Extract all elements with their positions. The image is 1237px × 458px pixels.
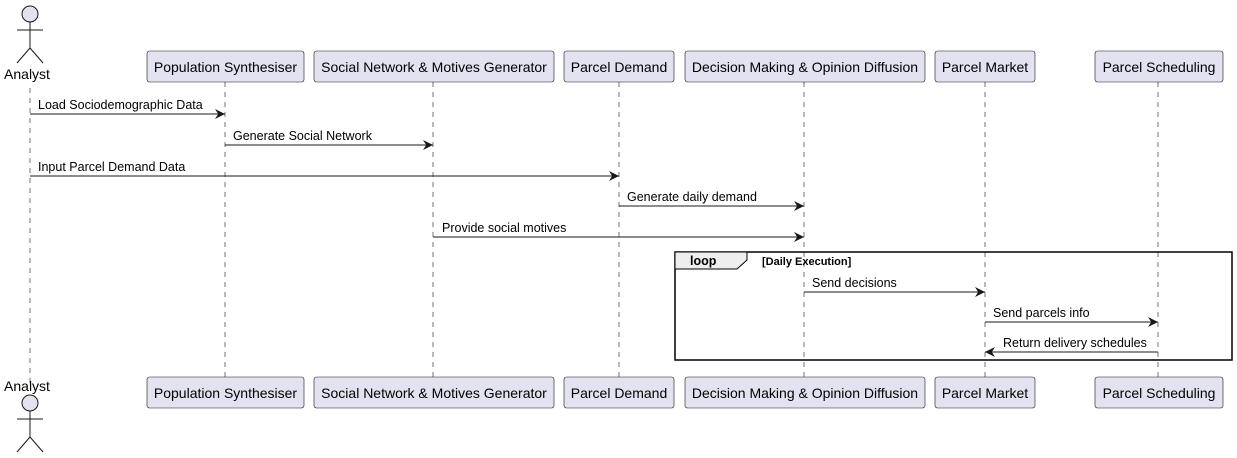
participant-label: Parcel Scheduling — [1103, 385, 1216, 401]
actor-name: Analyst — [4, 66, 50, 82]
actor-bottom: Analyst — [4, 378, 50, 453]
participant-social-network-motives-generator: Social Network & Motives Generator — [313, 50, 555, 83]
participant-label: Parcel Market — [942, 385, 1028, 401]
message-label: Generate Social Network — [233, 129, 373, 143]
loop-keyword: loop — [690, 254, 717, 268]
message-return-delivery-schedules: Return delivery schedules — [985, 336, 1158, 357]
message-label: Send parcels info — [993, 306, 1090, 320]
message-label: Load Sociodemographic Data — [38, 98, 203, 112]
participant-parcel-scheduling: Parcel Scheduling — [1094, 376, 1224, 409]
loop-frame — [674, 251, 1233, 361]
participant-label: Decision Making & Opinion Diffusion — [692, 59, 918, 75]
actor-stick-figure-icon — [16, 5, 44, 64]
participant-label: Parcel Demand — [571, 59, 668, 75]
participant-label: Parcel Scheduling — [1103, 59, 1216, 75]
message-provide-social-motives: Provide social motives — [433, 221, 804, 242]
message-send-parcels-info: Send parcels info — [985, 306, 1158, 327]
message-label: Send decisions — [812, 276, 897, 290]
participants-top: Population Synthesiser Social Network & … — [146, 50, 1224, 83]
loop-fragment: loop [Daily Execution] Send decisions Se… — [674, 251, 1233, 361]
message-label: Provide social motives — [442, 221, 566, 235]
participant-parcel-scheduling: Parcel Scheduling — [1094, 50, 1224, 83]
participant-label: Population Synthesiser — [154, 385, 298, 401]
actor-name: Analyst — [4, 378, 50, 394]
actor-top: Analyst — [4, 5, 50, 82]
message-load-sociodemographic-data: Load Sociodemographic Data — [30, 98, 225, 119]
participant-parcel-market: Parcel Market — [934, 50, 1036, 83]
participant-label: Decision Making & Opinion Diffusion — [692, 385, 918, 401]
participant-label: Social Network & Motives Generator — [321, 385, 547, 401]
actor-stick-figure-icon — [16, 394, 44, 453]
message-label: Generate daily demand — [627, 190, 757, 204]
message-send-decisions: Send decisions — [804, 276, 985, 297]
participants-bottom: Population Synthesiser Social Network & … — [146, 376, 1224, 409]
message-generate-social-network: Generate Social Network — [225, 129, 433, 150]
participant-population-synthesiser: Population Synthesiser — [146, 50, 305, 83]
loop-keyword-tab — [674, 251, 748, 270]
participant-parcel-market: Parcel Market — [934, 376, 1036, 409]
lifelines — [29, 82, 1159, 384]
participant-decision-making-opinion-diffusion: Decision Making & Opinion Diffusion — [684, 50, 926, 83]
participant-parcel-demand: Parcel Demand — [563, 376, 675, 409]
participant-parcel-demand: Parcel Demand — [563, 50, 675, 83]
participant-population-synthesiser: Population Synthesiser — [146, 376, 305, 409]
participant-label: Parcel Market — [942, 59, 1028, 75]
message-label: Return delivery schedules — [1003, 336, 1147, 350]
message-label: Input Parcel Demand Data — [38, 160, 185, 174]
participant-label: Population Synthesiser — [154, 59, 298, 75]
loop-condition: [Daily Execution] — [762, 256, 852, 268]
participant-social-network-motives-generator: Social Network & Motives Generator — [313, 376, 555, 409]
participant-label: Social Network & Motives Generator — [321, 59, 547, 75]
participant-decision-making-opinion-diffusion: Decision Making & Opinion Diffusion — [684, 376, 926, 409]
participant-label: Parcel Demand — [571, 385, 668, 401]
message-input-parcel-demand-data: Input Parcel Demand Data — [30, 160, 619, 181]
messages: Load Sociodemographic Data Generate Soci… — [30, 98, 804, 242]
message-generate-daily-demand: Generate daily demand — [619, 190, 804, 211]
